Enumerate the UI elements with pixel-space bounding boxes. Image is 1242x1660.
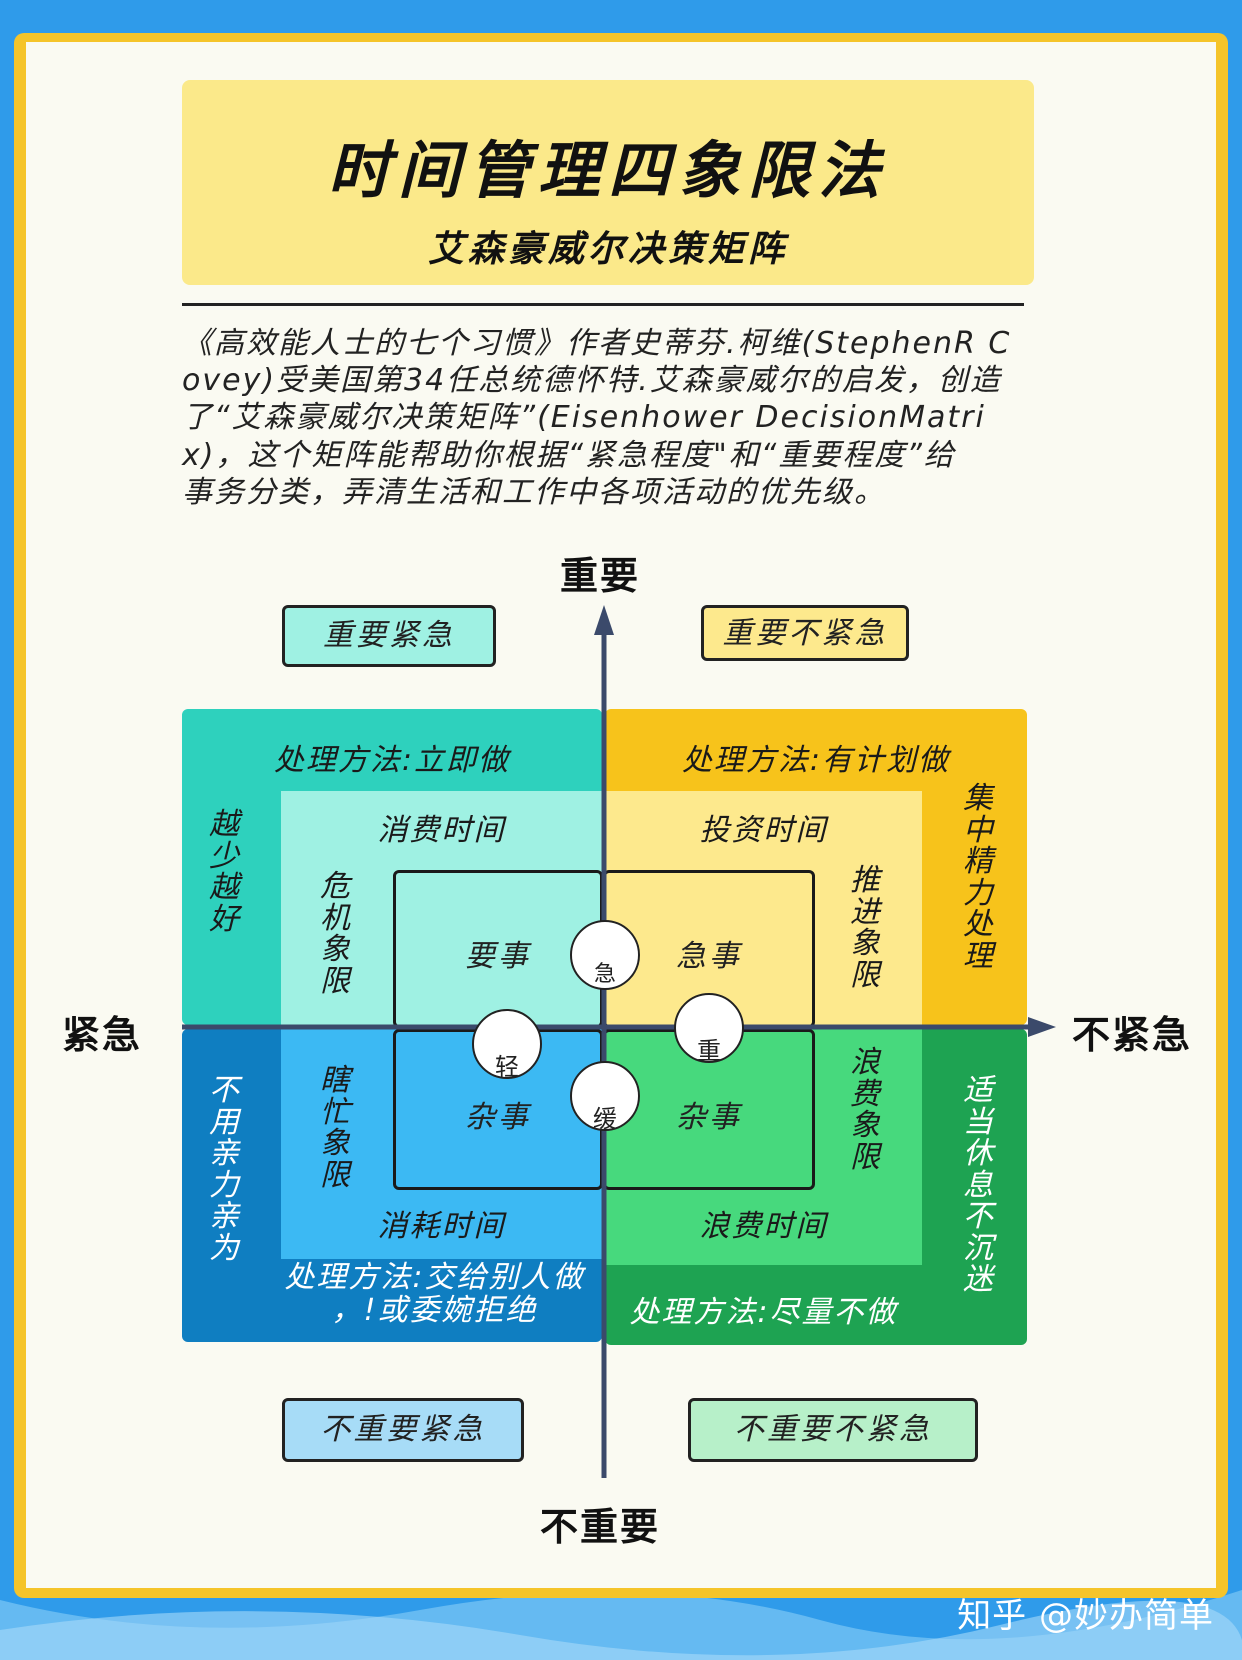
q4-inner: 浪费象限 浪费时间 bbox=[605, 1029, 922, 1265]
intro-line: 事务分类，弄清生活和工作中各项活动的优先级。 bbox=[182, 474, 886, 510]
q4-inner-side: 浪费象限 bbox=[850, 1045, 880, 1175]
circle-urgent: 急 bbox=[570, 920, 640, 990]
intro-line: x)，这个矩阵能帮助你根据“紧急程度"和“重要程度”给 bbox=[182, 437, 956, 473]
q4-method: 处理方法:尽量不做 bbox=[629, 1295, 898, 1330]
title-divider bbox=[182, 303, 1024, 306]
page-title: 时间管理四象限法 bbox=[327, 134, 888, 207]
q3-inner-title: 消耗时间 bbox=[377, 1209, 506, 1244]
badge-not-important-urgent: 不重要紧急 bbox=[282, 1398, 524, 1462]
background-wave bbox=[0, 1590, 1242, 1660]
q1-inner: 消费时间 危机象限 bbox=[281, 791, 602, 1025]
intro-line: 《高效能人士的七个习惯》作者史蒂芬.柯维(StephenR C bbox=[182, 326, 1012, 361]
q3-method-line: ，!或委婉拒绝 bbox=[331, 1293, 538, 1328]
circle-important-label: 重 bbox=[697, 1037, 721, 1065]
q3-method-line: 处理方法:交给别人做 bbox=[284, 1260, 585, 1295]
q3-side-text: 不用亲力亲为 bbox=[209, 1073, 239, 1266]
q2-inner-title: 投资时间 bbox=[699, 813, 828, 848]
axis-label-urgent: 紧急 bbox=[62, 1013, 143, 1057]
q3-inner: 瞎忙象限 消耗时间 bbox=[281, 1029, 602, 1259]
badge-important-not-urgent: 重要不紧急 bbox=[701, 605, 909, 661]
q1-inner-title: 消费时间 bbox=[377, 813, 506, 848]
quadrant-q1: 处理方法:立即做 越少越好 消费时间 危机象限 bbox=[182, 709, 602, 1025]
circle-light: 轻 bbox=[472, 1009, 542, 1081]
q4-inner-title: 浪费时间 bbox=[699, 1209, 828, 1244]
q2-method: 处理方法:有计划做 bbox=[681, 743, 951, 778]
q2-inner: 投资时间 推进象限 bbox=[605, 791, 922, 1025]
q3-inner-side: 瞎忙象限 bbox=[320, 1063, 350, 1193]
q3-method: 处理方法:交给别人做 ，!或委婉拒绝 bbox=[262, 1261, 607, 1327]
q2-side-text: 集中精力处理 bbox=[963, 781, 993, 974]
core-label-q1: 要事 bbox=[465, 939, 531, 974]
title-box: 时间管理四象限法 艾森豪威尔决策矩阵 bbox=[182, 80, 1034, 285]
watermark: 知乎 @妙办简单 bbox=[957, 1596, 1214, 1636]
q2-inner-side: 推进象限 bbox=[850, 863, 880, 993]
axis-label-not-important: 不重要 bbox=[540, 1505, 661, 1549]
core-label-q3: 杂事 bbox=[465, 1100, 531, 1135]
circle-slow-label: 缓 bbox=[593, 1105, 617, 1133]
badge-not-important-not-urgent: 不重要不紧急 bbox=[688, 1398, 978, 1462]
q4-side-text: 适当休息不沉迷 bbox=[963, 1073, 993, 1297]
quadrant-q3: 不用亲力亲为 瞎忙象限 消耗时间 处理方法:交给别人做 ，!或委婉拒绝 bbox=[182, 1029, 602, 1342]
circle-urgent-label: 急 bbox=[593, 962, 616, 987]
badge-important-urgent: 重要紧急 bbox=[282, 605, 496, 667]
circle-important: 重 bbox=[674, 993, 744, 1065]
core-label-q4: 杂事 bbox=[676, 1100, 742, 1135]
quadrant-q2: 处理方法:有计划做 集中精力处理 投资时间 推进象限 bbox=[605, 709, 1027, 1025]
q1-inner-side: 危机象限 bbox=[320, 869, 350, 999]
axis-label-not-urgent: 不紧急 bbox=[1072, 1013, 1193, 1057]
q1-method: 处理方法:立即做 bbox=[273, 743, 511, 778]
page-subtitle: 艾森豪威尔决策矩阵 bbox=[427, 229, 788, 270]
core-label-q2: 急事 bbox=[676, 939, 742, 974]
q1-side-text: 越少越好 bbox=[209, 807, 239, 937]
axis-label-important: 重要 bbox=[560, 554, 641, 598]
intro-line: ovey)受美国第34任总统德怀特.艾森豪威尔的启发，创造 bbox=[182, 363, 1002, 399]
intro-paragraph: 《高效能人士的七个习惯》作者史蒂芬.柯维(StephenR C ovey)受美国… bbox=[182, 325, 1062, 511]
circle-light-label: 轻 bbox=[495, 1053, 519, 1081]
intro-line: 了“艾森豪威尔决策矩阵”(Eisenhower DecisionMatri bbox=[182, 400, 986, 436]
circle-slow: 缓 bbox=[570, 1061, 640, 1133]
